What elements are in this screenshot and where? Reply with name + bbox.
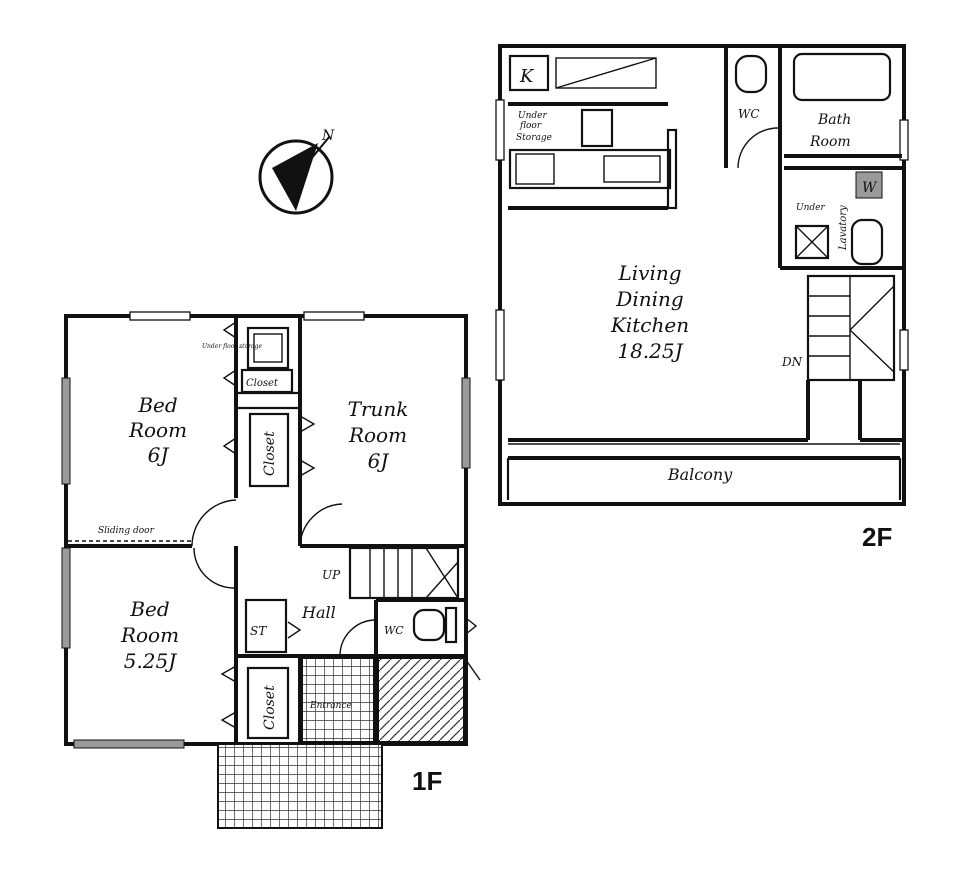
bath-label-line1: Bath: [817, 112, 851, 128]
w-label: W: [862, 180, 878, 196]
entrance-label: Entrance: [309, 701, 352, 711]
closet-b-label: Closet: [262, 685, 278, 730]
underfloor-2f-line2: floor: [519, 121, 542, 131]
underfloor-2f-line1: Under: [518, 111, 547, 121]
wc-1f-label: WC: [384, 624, 404, 637]
stair-1f: [348, 546, 460, 600]
bedroom-1-size: 6J: [148, 443, 170, 467]
bedroom-1-label-line1: Bed: [137, 393, 177, 417]
floor-2-plan: K Under floor Storage WC Bath Room W Lav…: [495, 44, 909, 552]
sliding-door-label: Sliding door: [98, 526, 155, 536]
stair-down-label: DN: [781, 355, 803, 369]
trunk-room-label-line1: Trunk: [348, 397, 409, 421]
closet-a-label: Closet: [262, 431, 278, 476]
lavatory-label: Lavatory: [838, 205, 849, 251]
lavatory-under-label: Under: [796, 203, 825, 213]
floor-1-label: 1F: [412, 766, 442, 796]
entrance-floor: [301, 657, 375, 743]
hall-label: Hall: [301, 603, 336, 622]
ldk-label-line2: Dining: [615, 287, 683, 311]
ldk-label-line3: Kitchen: [610, 313, 689, 337]
compass-north-label: N: [321, 128, 335, 144]
trunk-room-size: 6J: [368, 449, 390, 473]
entry-porch: [217, 743, 383, 829]
ldk-size: 18.25J: [617, 339, 683, 363]
ldk-label-line1: Living: [617, 261, 681, 285]
underfloor-2f-line3: Storage: [516, 133, 552, 143]
stair-2f: [806, 274, 896, 382]
compass: N: [258, 128, 335, 215]
under-floor-storage-label: Under floor storage: [202, 343, 262, 350]
bedroom-2-label-line1: Bed: [129, 597, 169, 621]
bedroom-2-size: 5.25J: [124, 649, 178, 673]
stair-up-label: UP: [322, 568, 341, 582]
closet-small-label: Closet: [246, 378, 279, 389]
k-label: K: [519, 66, 535, 87]
floor-1-plan: Bed Room 6J Bed Room 5.25J Trunk Room 6J…: [61, 311, 481, 829]
trunk-room-label-line2: Room: [348, 423, 407, 447]
floor-2-label: 2F: [862, 522, 892, 552]
bedroom-1-label-line2: Room: [128, 418, 187, 442]
st-label: ST: [250, 624, 267, 638]
bath-label-line2: Room: [809, 134, 851, 150]
bedroom-2-label-line2: Room: [120, 623, 179, 647]
wc-2f-label: WC: [738, 107, 760, 121]
balcony-label: Balcony: [667, 465, 733, 484]
